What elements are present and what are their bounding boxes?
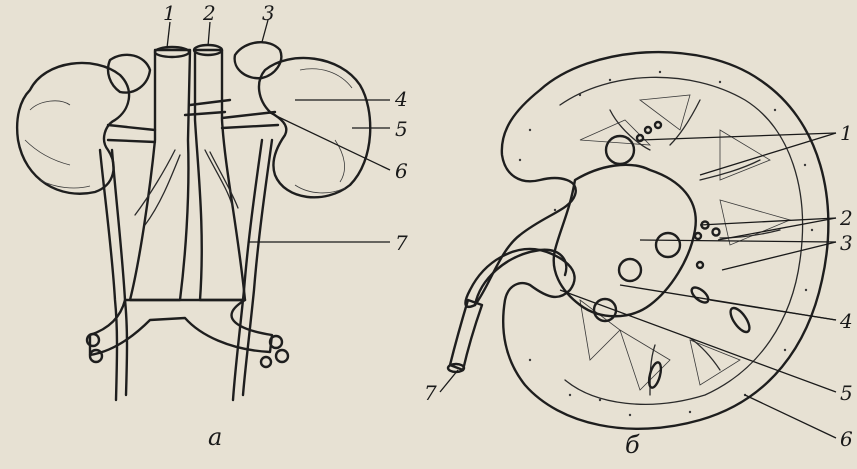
panel-b-label-6: 6 bbox=[840, 427, 853, 451]
renal-calyces bbox=[594, 136, 753, 389]
panel-a-label-5: 5 bbox=[395, 117, 408, 141]
left-adrenal bbox=[108, 55, 150, 93]
panel-a-drawing bbox=[17, 42, 370, 400]
panel-b-label-7: 7 bbox=[424, 381, 437, 405]
ureters bbox=[100, 140, 272, 400]
panel-b-label-2: 2 bbox=[839, 206, 853, 230]
panel-a-label-2: 2 bbox=[202, 1, 216, 25]
panel-a-caption: а bbox=[208, 423, 222, 451]
panel-a-label-4: 4 bbox=[394, 87, 408, 111]
right-adrenal bbox=[235, 42, 282, 78]
panel-b-label-1: 1 bbox=[840, 121, 853, 145]
vena-cava bbox=[130, 47, 190, 300]
panel-b-leaders bbox=[440, 133, 836, 438]
panel-b-caption: б bbox=[625, 431, 640, 459]
aorta bbox=[194, 45, 245, 300]
ureter-b bbox=[448, 300, 482, 372]
panel-b-label-4: 4 bbox=[839, 309, 853, 333]
panel-b-label-3: 3 bbox=[840, 231, 853, 255]
panel-b-drawing bbox=[448, 52, 828, 429]
panel-a-label-1: 1 bbox=[163, 1, 176, 25]
panel-b-labels: 1 2 3 4 5 6 7 bbox=[424, 121, 853, 451]
renal-vessels bbox=[108, 100, 278, 142]
panel-a-label-6: 6 bbox=[395, 159, 408, 183]
panel-a-label-7: 7 bbox=[395, 231, 408, 255]
panel-a-label-3: 3 bbox=[262, 1, 275, 25]
panel-b-label-5: 5 bbox=[840, 381, 853, 405]
